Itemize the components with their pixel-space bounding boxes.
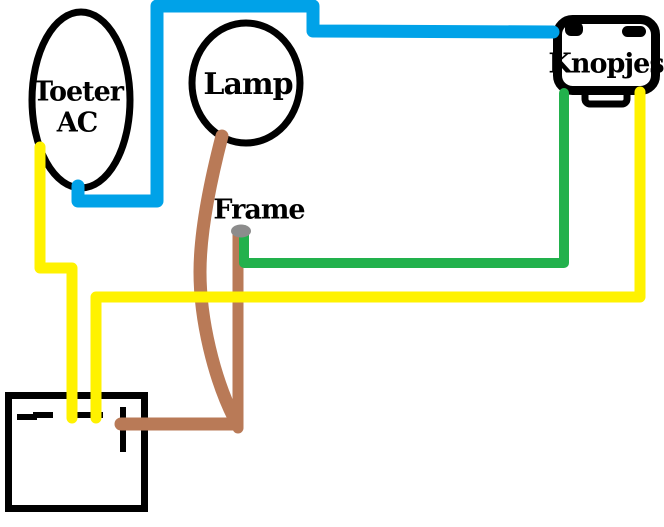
horn-label-ac: AC — [56, 107, 98, 139]
lamp-label: Lamp — [203, 67, 293, 102]
wire-green-buttons-to-frame — [239, 88, 569, 268]
battery-terminal-dash-left-b — [33, 412, 53, 418]
buttons-housing — [553, 15, 660, 95]
button-right — [622, 26, 646, 37]
wire-blue-horn-to-buttons — [71, 0, 560, 208]
wire-yellow-horn-to-battery — [34, 141, 78, 424]
frame-label: Frame — [213, 194, 305, 226]
buttons-label: Knopjes — [548, 48, 664, 80]
button-left — [565, 22, 583, 36]
lamp-body — [188, 19, 304, 147]
battery-terminal-dash-left-a — [17, 414, 37, 420]
horn-label: Toeter — [32, 76, 124, 108]
frame-terminal-cap — [231, 224, 251, 238]
battery-terminal-dash-middle — [75, 412, 103, 418]
wire-yellow-buttons-to-battery — [90, 86, 646, 424]
wire-brown-lamp-to-battery — [114, 129, 243, 431]
